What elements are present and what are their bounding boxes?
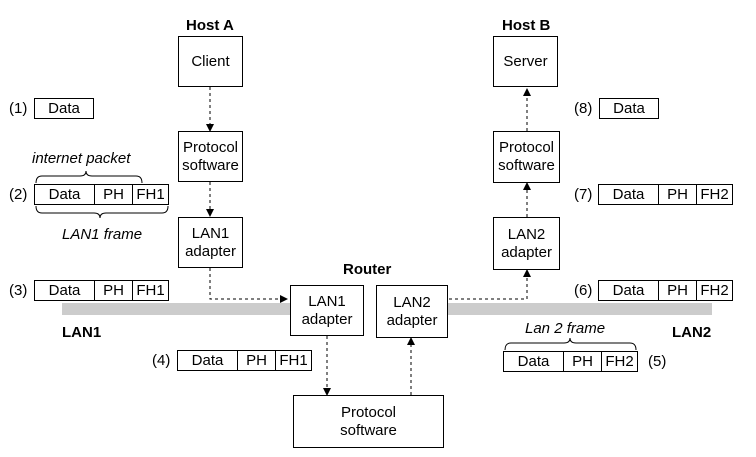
lan2-label-b: LAN2 (507, 225, 546, 243)
adapter-label-b: adapter (501, 243, 552, 261)
step-7-label: (7) (574, 186, 593, 203)
frame-step-7: Data PH FH2 (598, 184, 733, 205)
lan1-frame-label: LAN1 frame (62, 226, 143, 243)
lan2-bar (395, 303, 712, 315)
frame-step-8: Data (599, 98, 659, 119)
frame-fh1-cell: FH1 (136, 186, 165, 203)
protocol-label-b: Protocol (498, 139, 554, 156)
lan1-label: LAN1 (62, 324, 102, 341)
frame-ph-cell: PH (95, 281, 133, 300)
step-6-label: (6) (574, 282, 593, 299)
frame-ph-cell: PH (564, 352, 602, 371)
internet-packet-label: internet packet (32, 150, 131, 167)
host-a-title: Host A (186, 17, 234, 34)
lan1-label-a: LAN1 (191, 224, 230, 242)
lan2-frame-label: Lan 2 frame (525, 320, 606, 337)
frame-fh2-cell: FH2 (605, 353, 634, 370)
frame-ph-cell: PH (659, 185, 697, 204)
frame-fh1-cell: FH1 (279, 352, 308, 369)
frame-step-6: Data PH FH2 (598, 280, 733, 301)
frame-ph-cell: PH (659, 281, 697, 300)
frame-fh2-cell: FH2 (700, 186, 729, 203)
brace-lan2-frame (504, 337, 637, 351)
lan2-label: LAN2 (672, 324, 712, 341)
step-2-label: (2) (9, 186, 28, 203)
frame-ph-cell: PH (238, 351, 276, 370)
arrow-router-to-host-b (449, 269, 531, 300)
router-lan2-label: LAN2 (393, 293, 431, 311)
router-protocol-label: Protocol (340, 403, 396, 421)
frame-step-3: Data PH FH1 (34, 280, 169, 301)
frame-fh2-cell: FH2 (700, 282, 729, 299)
server-label: Server (503, 52, 548, 70)
arrow-host-a-to-router (209, 268, 288, 303)
step-8-label: (8) (574, 100, 593, 117)
server-box: Server (493, 36, 558, 87)
frame-data-cell: Data (178, 351, 238, 370)
router-title: Router (343, 261, 392, 278)
protocol-label-a: Protocol (182, 138, 238, 156)
lan1-bar (62, 303, 350, 315)
frame-data-cell: Data (504, 352, 564, 371)
step-5-label: (5) (648, 353, 667, 370)
host-b-title: Host B (502, 17, 551, 34)
step-4-label: (4) (152, 352, 171, 369)
client-label: Client (191, 52, 230, 70)
router-software-label: software (340, 421, 397, 439)
brace-internet-packet (35, 170, 143, 184)
frame-ph-cell: PH (95, 185, 133, 204)
frame-data-cell: Data (48, 100, 80, 117)
frame-step-2: Data PH FH1 (34, 184, 169, 205)
frame-fh1-cell: FH1 (136, 282, 165, 299)
step-1-label: (1) (9, 100, 28, 117)
brace-lan1-frame (35, 205, 169, 219)
frame-data-cell: Data (599, 281, 659, 300)
frame-step-5: Data PH FH2 (503, 351, 638, 372)
client-box: Client (178, 36, 243, 87)
software-label-a: software (182, 156, 239, 174)
frame-step-1: Data (34, 98, 94, 119)
adapter-label-a: adapter (185, 242, 236, 260)
frame-data-cell: Data (599, 185, 659, 204)
frame-data-cell: Data (35, 281, 95, 300)
frame-data-cell: Data (613, 100, 645, 117)
software-label-b: software (498, 157, 555, 174)
router-lan1-label: LAN1 (308, 292, 346, 310)
frame-data-cell: Data (35, 185, 95, 204)
router-adapter-label-1: adapter (301, 310, 353, 328)
router-adapter-label-2: adapter (386, 311, 438, 329)
frame-step-4: Data PH FH1 (177, 350, 312, 371)
step-3-label: (3) (9, 282, 28, 299)
